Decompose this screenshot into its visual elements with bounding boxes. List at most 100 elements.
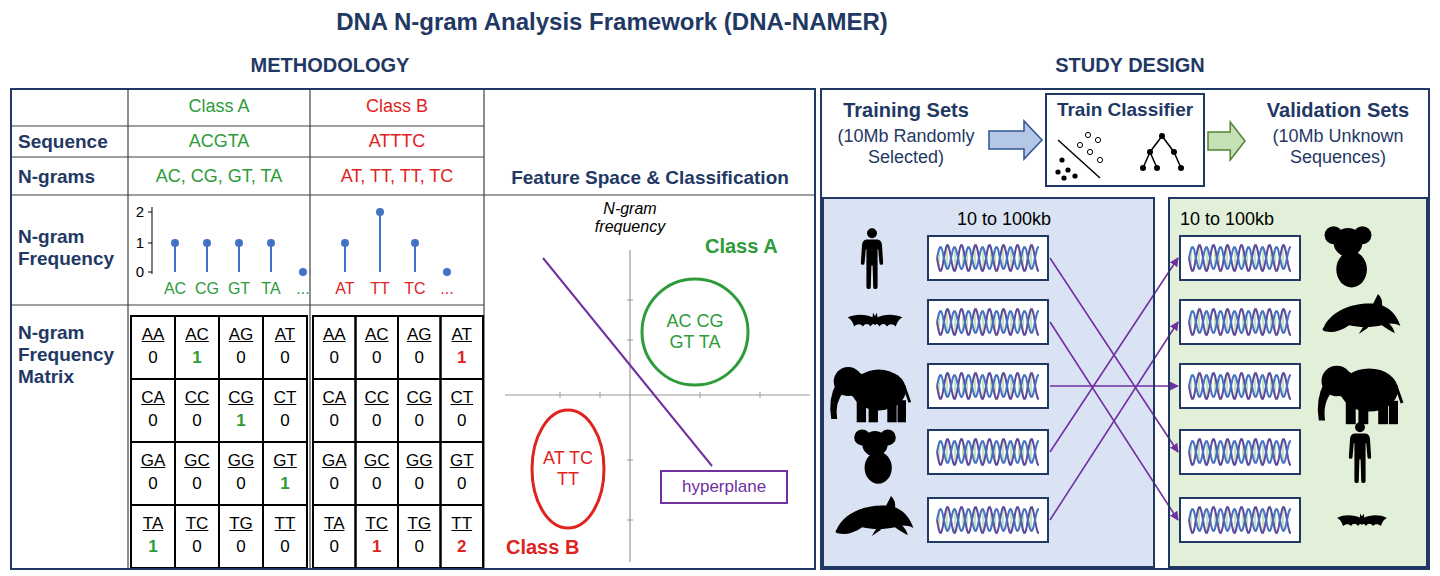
label-slot: 2 [443, 537, 482, 557]
cluster-circle: Class AAC CG GT TA [640, 277, 750, 387]
scatter-dot [1065, 167, 1070, 172]
matrix-header: TA [133, 514, 173, 534]
matrix-header: CC [177, 388, 217, 408]
label-slot: 1 [265, 474, 305, 494]
matrix-value: 0 [265, 411, 305, 431]
panel-fill [822, 197, 1155, 568]
text-slot: STUDY DESIGN [930, 54, 1330, 77]
tree-node [1140, 165, 1146, 171]
helix-strand [1189, 509, 1291, 531]
feature-axis [505, 394, 810, 395]
dolphin-silhouette [836, 496, 914, 536]
matrix-value: 0 [400, 411, 439, 431]
matrix-cell [131, 442, 175, 505]
helix-strand [937, 311, 1039, 333]
step-note: (10Mb Randomly Selected) [826, 126, 986, 167]
table-rule [127, 90, 128, 568]
matrix-cell [313, 505, 356, 568]
label-slot: AG [400, 325, 439, 345]
step-note: (10Mb Unknown Sequences) [1248, 126, 1428, 167]
matrix-value: 0 [221, 474, 261, 494]
label-slot: TT [265, 514, 305, 534]
matrix-cell [219, 379, 263, 442]
elephant-part [869, 402, 878, 422]
matrix-cell [441, 316, 484, 379]
category-label: TA [256, 280, 286, 298]
row-label: N-gram Frequency Matrix [18, 322, 124, 388]
matrix-header: GT [265, 451, 305, 471]
label-slot: GC [177, 451, 217, 471]
label-slot: N-grams [18, 166, 124, 188]
human-part [1355, 422, 1365, 432]
decision-line [1058, 140, 1100, 178]
matrix-cell [356, 442, 399, 505]
section-heading: STUDY DESIGN [930, 54, 1330, 77]
diagram-title: DNA N-gram Analysis Framework (DNA-NAMER… [200, 8, 1024, 36]
label-slot: AT [265, 325, 305, 345]
ngram-list: AC, CG, GT, TA [134, 166, 304, 187]
elephant-part [1378, 403, 1388, 425]
matrix-cell [175, 316, 219, 379]
sequence-box [928, 300, 1048, 344]
cluster-members: AC CG GT TA [663, 311, 727, 352]
matrix-value: 0 [400, 537, 439, 557]
label-slot: TA [315, 514, 354, 534]
matrix-value: 1 [443, 348, 482, 368]
scatter-dot [1072, 173, 1077, 178]
step-title: Validation Sets [1267, 99, 1409, 122]
block-arrow [1208, 122, 1245, 160]
elephant-part [1395, 385, 1403, 404]
sequence-box [1180, 430, 1300, 474]
matrix-header: CG [400, 388, 439, 408]
matrix-value: 1 [177, 348, 217, 368]
label-slot: AC, CG, GT, TA [134, 166, 304, 187]
label-slot: 0 [221, 474, 261, 494]
elephant-silhouette [1318, 366, 1404, 425]
matrix-header: AT [265, 325, 305, 345]
text-slot: Class B [506, 536, 616, 559]
row-label: Sequence [18, 131, 124, 153]
scatter-dot [1055, 169, 1060, 174]
matrix-header: TG [400, 514, 439, 534]
helix-strand [1189, 245, 1291, 270]
tree-node [1159, 133, 1165, 139]
matrix-value: 0 [265, 348, 305, 368]
label-slot: TG [400, 514, 439, 534]
matrix-cell [313, 379, 356, 442]
category-label: AC [160, 280, 190, 298]
matrix-cell [441, 379, 484, 442]
hyperplane-line [543, 258, 712, 466]
label-slot: 1 [443, 348, 482, 368]
matrix-header: CA [133, 388, 173, 408]
text-slot: AC CG GT TA [663, 311, 727, 352]
helix-strand [937, 247, 1039, 269]
helix-strand [1189, 439, 1291, 464]
matrix-cell [398, 505, 441, 568]
scatter-dot [1059, 157, 1064, 162]
stem-dot [376, 208, 384, 216]
matrix-cell [219, 442, 263, 505]
label-slot: GT [265, 451, 305, 471]
shape-border [642, 279, 748, 385]
matrix-header: GG [400, 451, 439, 471]
cluster-members: AT TC TT [540, 448, 596, 489]
matrix-value: 0 [400, 474, 439, 494]
matrix-cell [131, 316, 175, 379]
matrix-cell [219, 316, 263, 379]
matrix-value: 0 [133, 348, 173, 368]
helix-strand [1189, 373, 1291, 398]
label-slot: GG [221, 451, 261, 471]
process-label: Train Classifier [1057, 99, 1193, 121]
label-slot: 0 [315, 474, 354, 494]
label-slot: ACGTA [134, 131, 304, 152]
tree-branch [1162, 136, 1174, 152]
matrix-cell [398, 442, 441, 505]
label-slot: CC [177, 388, 217, 408]
stem-line [270, 243, 272, 272]
sequence-box [1180, 300, 1300, 344]
axis-tick [148, 243, 152, 244]
label-slot: 0 [400, 474, 439, 494]
table-rule [12, 156, 484, 157]
helix-strand [937, 245, 1039, 270]
axis-tick-label: 1 [132, 234, 148, 251]
